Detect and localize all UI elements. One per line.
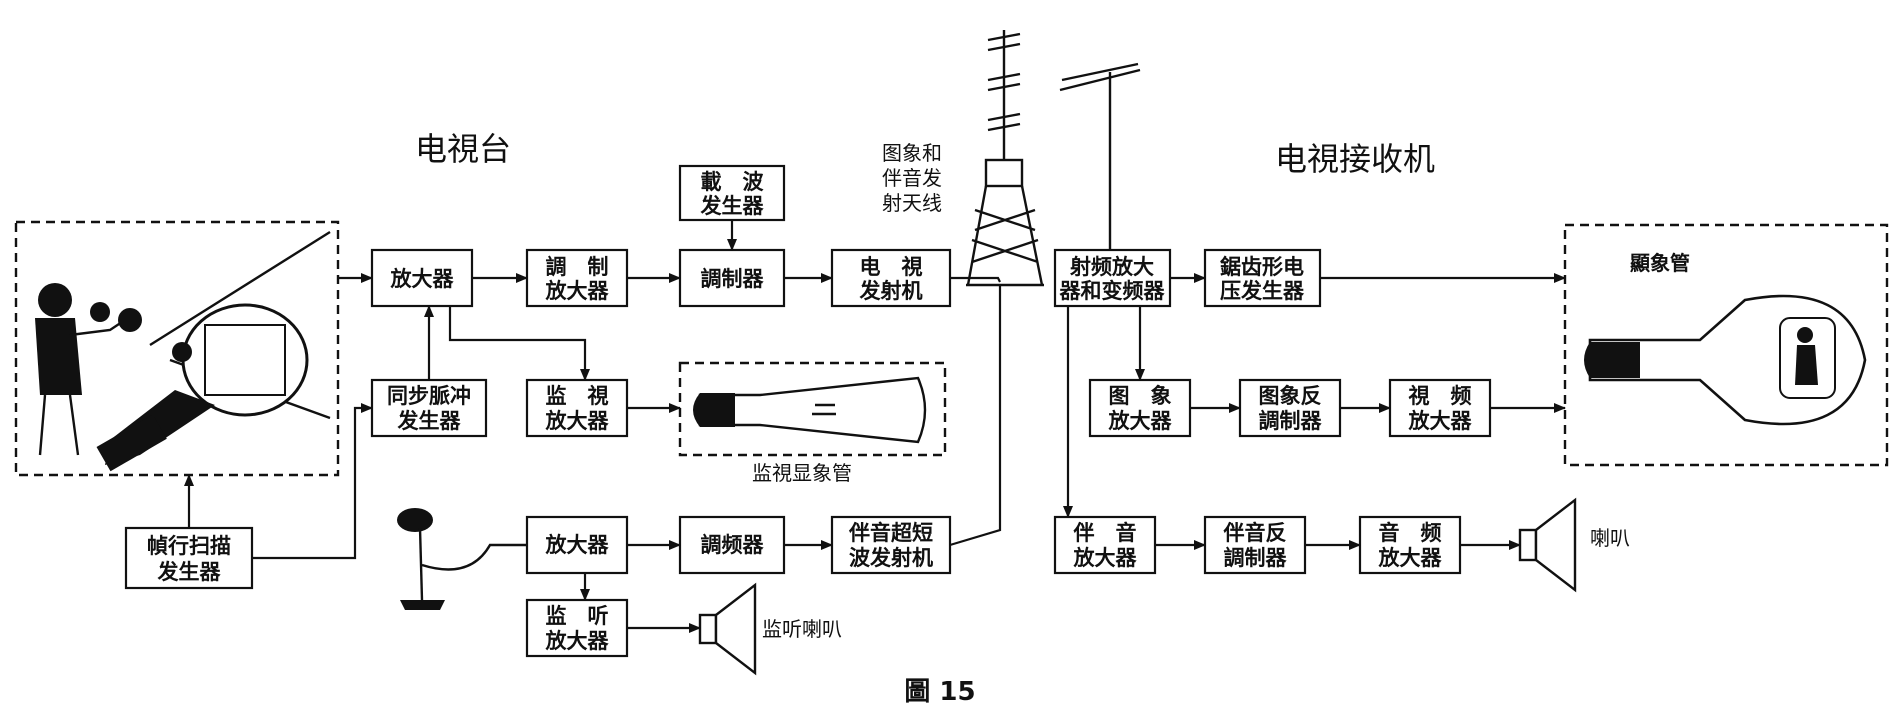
monitor-amplifier-block: 监 視 放大器 [525,378,629,438]
receiver-title: 电視接收机 [1275,140,1435,178]
receiver-connections [1063,273,1566,550]
camera-dashed-frame [14,220,340,477]
modulation-amplifier-line1: 調 制 [546,255,609,279]
modulator-label: 調制器 [701,267,765,291]
monitor-speaker-caption: 监听喇叭 [762,617,842,641]
antenna-label-line3: 射天线 [882,191,942,215]
audio-frequency-amplifier-block: 音 频 放大器 [1358,515,1462,575]
picture-tube-dashed-frame [1563,223,1889,467]
sawtooth-generator-line2: 压发生器 [1220,279,1305,303]
monitor-amplifier-line2: 放大器 [545,409,610,433]
scan-generator-block: 幀行扫描 发生器 [124,526,254,590]
listen-amplifier-block: 监 听 放大器 [525,598,629,658]
sound-demodulator-block: 伴音反 調制器 [1203,515,1307,575]
scan-generator-line2: 发生器 [157,560,222,584]
audio-frequency-amplifier-line2: 放大器 [1378,546,1443,570]
modulator-block: 調制器 [678,248,786,308]
receiver-speaker-caption: 喇叭 [1590,526,1630,550]
boxer-illustration [35,283,142,456]
image-amplifier-line1: 图 象 [1109,384,1172,408]
image-amplifier-block: 图 象 放大器 [1088,378,1192,438]
image-demodulator-line2: 調制器 [1259,409,1323,433]
receiver-speaker-icon: 喇叭 [1518,497,1630,593]
audio-transmitter-line1: 伴音超短 [848,521,933,545]
listen-amplifier-line1: 监 听 [546,604,609,628]
listen-amplifier-line2: 放大器 [545,629,610,653]
audio-amplifier-block: 放大器 [525,515,629,575]
antenna-label-line2: 伴音发 [882,166,942,190]
audio-frequency-amplifier-line1: 音 频 [1379,521,1442,545]
sync-generator-block: 同步脈冲 发生器 [370,378,488,438]
sound-demodulator-line1: 伴音反 [1223,521,1287,545]
video-amplifier-line2: 放大器 [1408,409,1473,433]
audio-amplifier-label: 放大器 [545,533,610,557]
figure-caption: 圖 15 [904,677,975,707]
monitor-speaker-icon: 监听喇叭 [698,582,842,676]
image-demodulator-block: 图象反 調制器 [1238,378,1342,438]
image-amplifier-line2: 放大器 [1108,409,1173,433]
amplifier-block: 放大器 [370,248,474,308]
monitor-picture-tube: 监視显象管 [678,361,947,485]
monitor-tube-caption: 监視显象管 [752,461,852,485]
sawtooth-generator-line1: 鋸齿形电 [1220,255,1304,279]
audio-transmitter-line2: 波发射机 [849,546,933,570]
carrier-generator-line1: 載 波 [701,170,765,194]
amplifier-label: 放大器 [390,267,455,291]
camera-tube-illustration [96,230,331,472]
sound-demodulator-line2: 調制器 [1224,546,1288,570]
microphone-icon [397,508,527,610]
carrier-generator-line2: 发生器 [700,194,765,218]
antenna-label-line1: 图象和 [882,141,942,165]
sound-amplifier-block: 伴 音 放大器 [1053,515,1157,575]
sound-amplifier-line1: 伴 音 [1073,521,1137,545]
modulation-amplifier-line2: 放大器 [545,279,610,303]
sawtooth-generator-block: 鋸齿形电 压发生器 [1203,248,1322,308]
receiver-picture-tube: 顯象管 [1563,223,1889,467]
transmit-antenna-tower: 图象和 伴音发 射天线 [882,30,1044,287]
modulation-amplifier-block: 調 制 放大器 [525,248,629,308]
fm-modulator-label: 調频器 [701,533,765,557]
rf-amplifier-mixer-block: 射频放大 器和变频器 [1053,248,1172,308]
receive-antenna [1059,62,1141,250]
camera-scene [14,220,340,477]
sync-generator-line2: 发生器 [397,409,462,433]
image-demodulator-line1: 图象反 [1259,384,1322,408]
monitor-amplifier-line1: 监 視 [546,384,609,408]
video-amplifier-block: 視 频 放大器 [1388,378,1492,438]
tv-transmitter-line2: 发射机 [859,279,923,303]
tv-transmitter-block: 电 視 发射机 [830,248,952,308]
audio-transmitter-block: 伴音超短 波发射机 [830,515,952,575]
station-title: 电視台 [415,130,511,168]
scan-generator-line1: 幀行扫描 [147,534,231,558]
sync-generator-line1: 同步脈冲 [387,384,471,408]
rf-amplifier-mixer-line2: 器和变频器 [1059,279,1166,303]
picture-tube-caption: 顯象管 [1630,251,1690,275]
video-amplifier-line1: 視 频 [1408,384,1472,408]
carrier-generator-block: 載 波 发生器 [678,164,786,222]
fm-modulator-block: 調频器 [678,515,786,575]
sound-amplifier-line2: 放大器 [1073,546,1138,570]
rf-amplifier-mixer-line1: 射频放大 [1069,255,1154,279]
tv-transmitter-line1: 电 視 [860,255,923,279]
station-connections [184,220,1002,633]
